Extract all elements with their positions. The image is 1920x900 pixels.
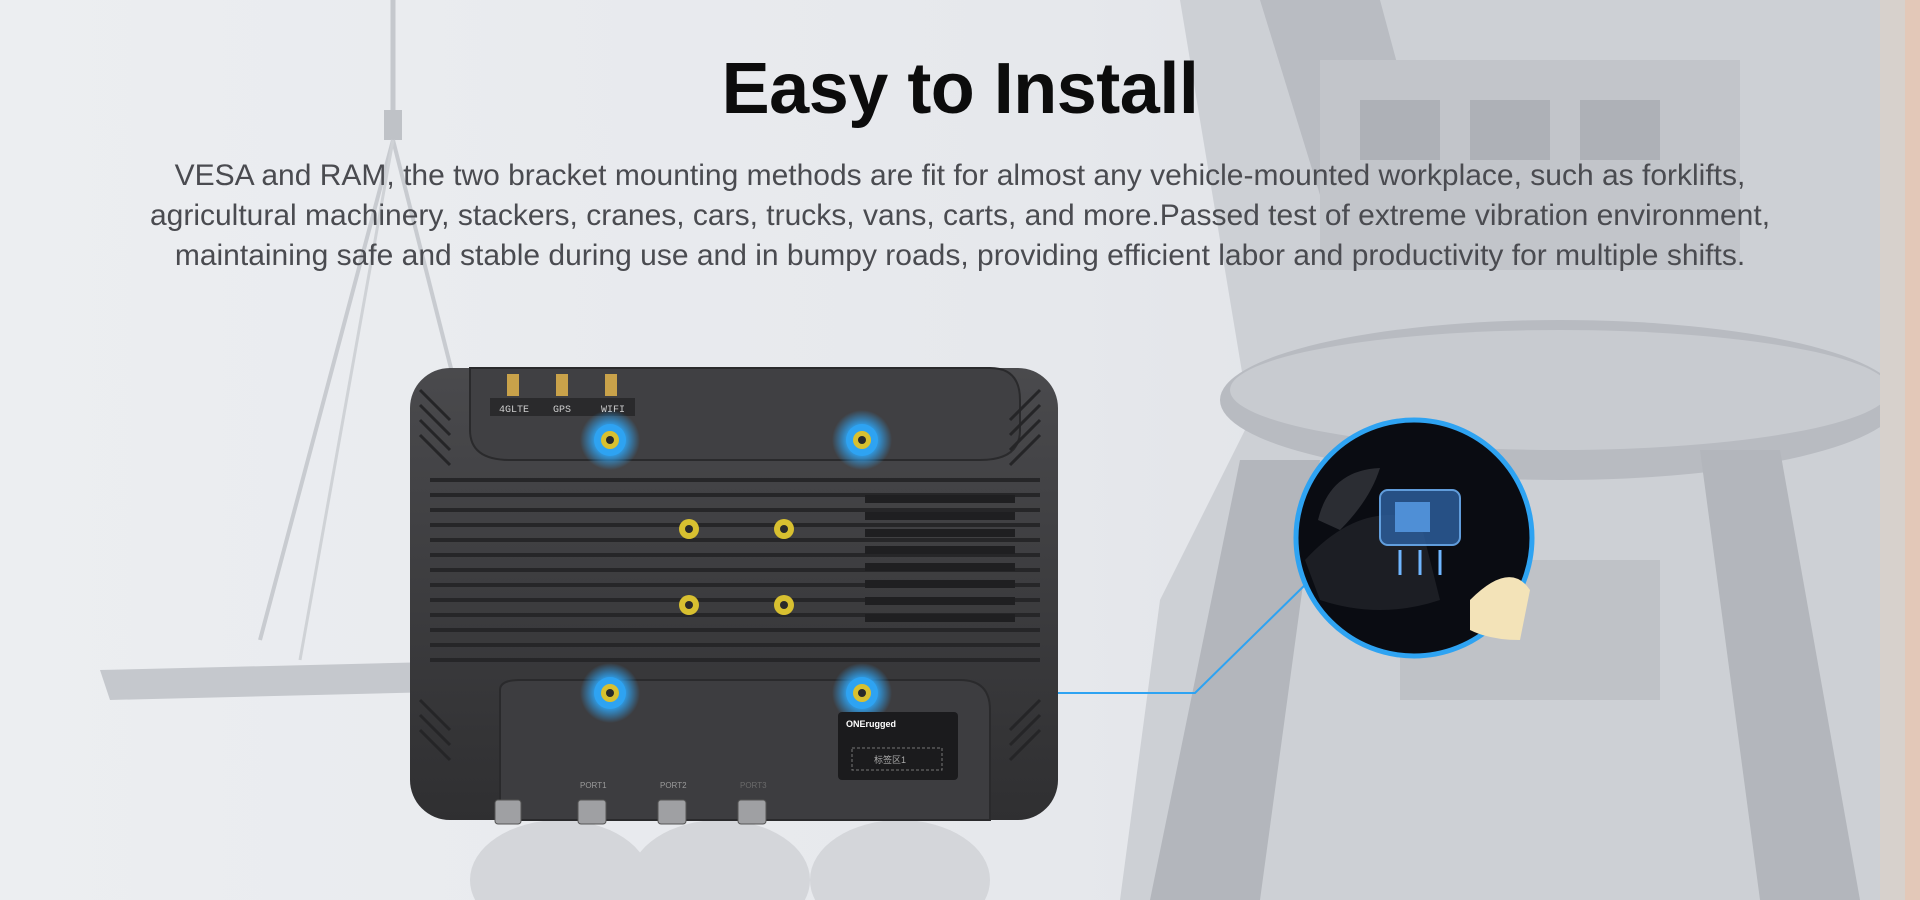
- antenna-label-4glte: 4GLTE: [499, 405, 529, 416]
- ram-screws: [679, 519, 794, 615]
- tablet-back-panel: 4GLTE GPS WIFI ONErugged 标签区1 PORT1 PORT…: [410, 367, 1058, 825]
- vesa-screw-bottom-left: [580, 663, 640, 723]
- port-label-2: PORT2: [660, 781, 687, 790]
- port-label-1: PORT1: [580, 781, 607, 790]
- vesa-screw-top-right: [832, 410, 892, 470]
- page-title: Easy to Install: [721, 49, 1199, 129]
- brand-label: ONErugged: [846, 719, 896, 729]
- feature-description: VESA and RAM, the two bracket mounting m…: [149, 159, 1771, 272]
- vesa-screw-bottom-right: [832, 663, 892, 723]
- sticker-area-label: 标签区1: [874, 754, 906, 765]
- vesa-screw-top-left: [580, 410, 640, 470]
- antenna-label-gps: GPS: [553, 405, 571, 416]
- port-label-3: PORT3: [740, 781, 767, 790]
